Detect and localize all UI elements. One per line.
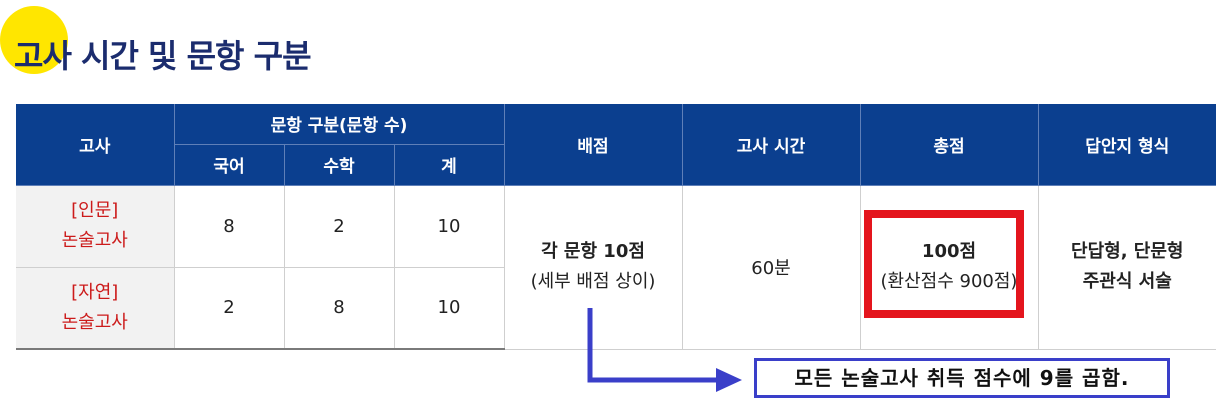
table-row: [자연] 논술고사 2 8 10 xyxy=(16,266,1216,350)
total-score-cell: 100점 (환산점수 900점) xyxy=(859,184,1039,350)
total-count: 10 xyxy=(393,266,505,350)
points-cell: 각 문항 10점 (세부 배점 상이) xyxy=(503,184,683,350)
exam-label: 논술고사 xyxy=(61,230,128,251)
exam-name-cell: [인문] 논술고사 xyxy=(16,184,175,268)
points-sub: (세부 배점 상이) xyxy=(530,271,656,292)
exam-label: 논술고사 xyxy=(61,311,128,333)
header-question-group: 문항 구분(문항 수) xyxy=(173,104,505,145)
total-count: 10 xyxy=(393,184,505,268)
header-total: 계 xyxy=(393,144,505,186)
math-count: 8 xyxy=(283,266,395,350)
points-main: 각 문항 10점 xyxy=(541,241,645,262)
header-time: 고사 시간 xyxy=(681,104,861,186)
arrow-icon xyxy=(587,308,742,392)
korean-count: 2 xyxy=(173,266,285,350)
time-cell: 60분 xyxy=(681,184,861,350)
header-points: 배점 xyxy=(503,104,683,186)
page-title: 고사 시간 및 문항 구분 xyxy=(14,37,312,75)
answer-format-line1: 단답형, 단문형 xyxy=(1071,241,1184,262)
header-math: 수학 xyxy=(283,144,395,186)
math-count: 2 xyxy=(283,184,395,268)
answer-format-line2: 주관식 서술 xyxy=(1082,271,1172,292)
title-highlight-dot xyxy=(0,6,68,74)
total-score-main: 100점 xyxy=(921,241,977,262)
total-score-sub: (환산점수 900점) xyxy=(880,271,1018,292)
score-note: 모든 논술고사 취득 점수에 9를 곱함. xyxy=(754,358,1170,398)
table-row: [인문] 논술고사 8 2 10 각 문항 10점 (세부 배점 상이) 60분… xyxy=(16,184,1216,350)
exam-type: [인문] xyxy=(71,200,119,221)
exam-name-cell: [자연] 논술고사 xyxy=(16,266,175,350)
exam-type: [자연] xyxy=(71,281,119,303)
header-total-score: 총점 xyxy=(859,104,1039,186)
header-exam: 고사 xyxy=(16,104,175,186)
answer-format-cell: 단답형, 단문형 주관식 서술 xyxy=(1037,184,1216,350)
header-korean: 국어 xyxy=(174,144,285,186)
header-answer-format: 답안지 형식 xyxy=(1037,104,1216,186)
korean-count: 8 xyxy=(173,184,285,268)
